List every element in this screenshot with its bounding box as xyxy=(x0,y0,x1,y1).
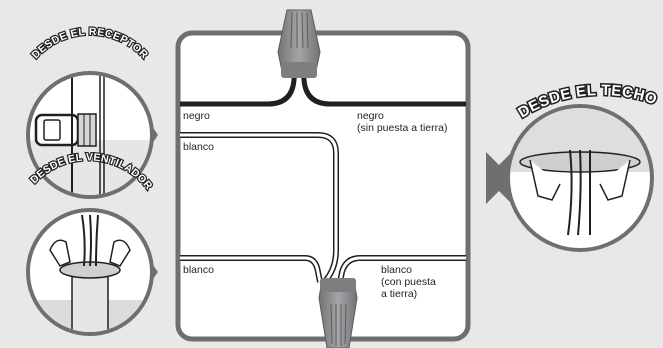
label-left-bottom-white: blanco xyxy=(183,264,214,276)
white-wire-top xyxy=(180,133,338,281)
white-wires xyxy=(180,132,466,283)
receiver-callout-text: DESDE EL RECEPTOR xyxy=(29,26,150,62)
white-wire-bottom-right xyxy=(338,256,466,283)
ceiling-callout: DESDE EL TECHO xyxy=(486,80,660,252)
label-left-top-white: blanco xyxy=(183,141,214,153)
label-right-bottom-white: blanco (con puesta a tierra) xyxy=(381,264,436,300)
black-wire-right xyxy=(300,67,466,107)
top-wire-nut xyxy=(277,9,321,78)
label-left-top-black: negro xyxy=(183,110,210,122)
black-wire-left xyxy=(180,67,298,107)
black-wires xyxy=(180,67,466,107)
bottom-wire-nut xyxy=(318,278,358,348)
label-right-top-black: negro (sin puesta a tierra) xyxy=(357,110,448,134)
white-wire-bottom-left xyxy=(180,256,322,283)
wiring-panel xyxy=(175,30,471,342)
